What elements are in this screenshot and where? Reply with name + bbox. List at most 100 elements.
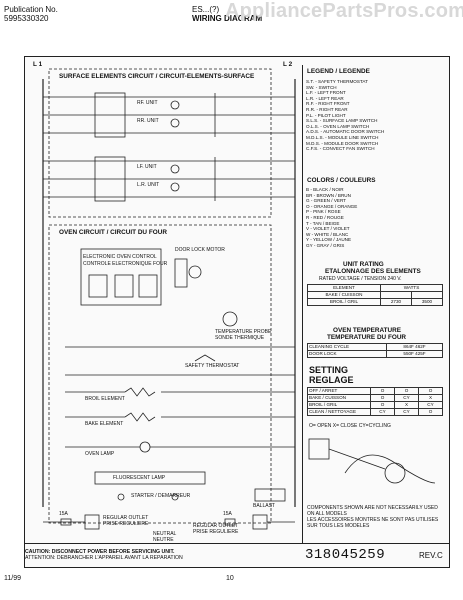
col-element: ELEMENT [307, 284, 381, 292]
legend-item: S.L.S. - SURFACE LAMP SWITCH [306, 118, 378, 124]
color-item: R - RED / ROUGE [306, 214, 344, 220]
row-name: BAKE / CUISSON [307, 291, 381, 299]
legend-item: P.L. - PILOT LIGHT [306, 112, 346, 118]
bake-element-label: BAKE ELEMENT [85, 421, 124, 427]
regular-outlet-right-label-fr: PRISE REGULIERE [193, 529, 239, 535]
setting-cell: O [370, 401, 395, 409]
safety-thermostat-label: SAFETY THERMOSTAT [185, 363, 240, 369]
page-title: WIRING DIAGRAM [192, 14, 263, 23]
lr-unit-label: L.R. UNIT [137, 182, 160, 188]
color-item: P - PINK / ROSE [306, 209, 341, 215]
row-w2: 3500 [411, 298, 443, 306]
legend-item: A.D.S. - AUTOMATIC DOOR SWITCH [306, 129, 385, 135]
setting-cell: O [394, 387, 419, 395]
oven-lamp-label: OVEN LAMP [85, 451, 115, 457]
components-note: COMPONENTS SHOWN ARE NOT NECESSARILY USE… [307, 505, 438, 517]
caution-text-fr: ATTENTION: DEBRANCHER L'APPAREIL AVANT L… [25, 555, 183, 561]
unit-rating-title: UNIT RATING [343, 261, 384, 268]
setting-cell: X [418, 394, 443, 402]
row-name: CLEANING CYCLE [307, 343, 387, 351]
lf-unit-label: LF. UNIT [137, 164, 157, 170]
color-item: O - ORANGE / ORANGE [306, 203, 358, 209]
setting-cell: O [418, 387, 443, 395]
fuse-a-label: 15A [59, 511, 68, 517]
door-lock-motor [188, 265, 202, 279]
starter-label: STARTER / DEMARREUR [131, 493, 191, 499]
legend-title: LEGEND / LEGENDE [307, 68, 370, 75]
legend-panel: LEGEND / LEGENDE S.T. - SAFETY THERMOSTA… [302, 65, 448, 543]
revision: REV.C [419, 551, 443, 560]
setting-cell: O [370, 394, 395, 402]
regular-outlet-right-label: REGULAR OUTLET [193, 523, 239, 529]
legend-item: C.F.S. - CONVECT FAN SWITCH [306, 146, 375, 152]
setting-cell: CY [370, 408, 395, 416]
part-number: 318045259 [305, 547, 386, 563]
footer-date: 11/99 [4, 575, 21, 582]
setting-cell: O [370, 387, 395, 395]
rr-unit-label: RR. UNIT [137, 118, 159, 124]
color-item: W - WHITE / BLANC [306, 231, 349, 237]
regular-outlet-label-fr: PRISE REGULIERE [103, 521, 149, 527]
control-label-fr: CONTROLE ELECTRONIQUE FOUR [83, 261, 168, 267]
setting-title-fr: REGLAGE [309, 375, 354, 385]
setting-cell: O [418, 408, 443, 416]
broil-element-mark [124, 387, 156, 397]
legend-list: S.T. - SAFETY THERMOSTAT SW. - SWITCH L.… [306, 79, 446, 152]
surface-circuit-title: SURFACE ELEMENTS CIRCUIT / CIRCUIT-ELEME… [59, 73, 255, 80]
setting-row-name: OFF / ARRET [307, 387, 371, 395]
row-name: DOOR LOCK [307, 350, 387, 358]
oven-temp-title: OVEN TEMPERATURE [333, 327, 402, 334]
control-box [80, 248, 162, 306]
color-item: BR - BROWN / BRUN [306, 192, 351, 198]
publication-number: 5995330320 [4, 14, 49, 23]
setting-row-name: CLEAN / NETTOYAGE [307, 408, 371, 416]
legend-item: L.R. - LEFT REAR [306, 95, 344, 101]
row-name: BROIL / GRIL [307, 298, 381, 306]
color-item: G - GREEN / VERT [306, 198, 346, 204]
color-item: B - BLACK / NOIR [306, 187, 344, 192]
col-watts: WATTS [380, 284, 443, 292]
legend-item: O.L.S. - OVEN LAMP SWITCH [306, 123, 370, 129]
color-item: GY - GRAY / GRIS [306, 242, 345, 248]
legend-item: SW. - SWITCH [306, 84, 337, 90]
neutral-label: NEUTRAL [153, 531, 177, 537]
temp-probe-label-fr: SONDE THERMIQUE [215, 335, 265, 341]
unit-rating-title-fr: ETALONNAGE DES ELEMENTS [325, 268, 421, 275]
door-switch-sketch [308, 438, 436, 484]
surface-circuits [43, 92, 295, 202]
line-l1-label: L 1 [33, 61, 43, 68]
bake-element-mark [124, 412, 156, 422]
setting-row-name: BROIL / GRIL [307, 401, 371, 409]
line-l2-label: L 2 [283, 61, 293, 68]
ballast-label: BALLAST [253, 503, 275, 509]
wiring-diagram-sheet: L 1 L 2 SURFACE ELEMENTS CIRCUIT / CIRCU… [24, 56, 450, 568]
components-note-fr: LES ACCESSOIRES MONTRES NE SONT PAS UTIL… [307, 517, 439, 529]
colors-title: COLORS / COULEURS [307, 177, 376, 184]
regular-outlet-label: REGULAR OUTLET [103, 515, 149, 521]
setting-legend-line: O= OPEN X= CLOSE CY=CYCLING [309, 423, 391, 429]
legend-item: S.T. - SAFETY THERMOSTAT [306, 79, 368, 84]
row-w1 [380, 291, 412, 299]
setting-cell: CY [394, 408, 419, 416]
legend-item: L.F. - LEFT FRONT [306, 90, 346, 96]
row-value: 550F 425F [386, 350, 443, 358]
fluorescent-label: FLUORESCENT LAMP [113, 475, 166, 481]
setting-cell: X [394, 401, 419, 409]
row-w1: 2730 [380, 298, 412, 306]
legend-item: M.D.L.S. - MODULE LINE SWITCH [306, 134, 379, 140]
bottom-divider [25, 543, 449, 544]
row-value: 864F 462F [386, 343, 443, 351]
caution-note: CAUTION: DISCONNECT POWER BEFORE SERVICI… [25, 549, 275, 561]
rf-unit-label: RF. UNIT [137, 100, 158, 106]
broil-element-label: BROIL ELEMENT [85, 396, 125, 402]
watermark: AppliancePartsPros.com [225, 0, 463, 22]
legend-item: R.F. - RIGHT FRONT [306, 101, 350, 107]
oven-circuit-title: OVEN CIRCUIT / CIRCUIT DU FOUR [59, 229, 167, 236]
footer-page-number: 10 [226, 575, 234, 582]
unit-rating-voltage: RATED VOLTAGE / TENSION 240 V. [319, 276, 402, 282]
fuse-b-label: 15A [223, 511, 232, 517]
caution-text: CAUTION: DISCONNECT POWER BEFORE SERVICI… [25, 549, 175, 555]
